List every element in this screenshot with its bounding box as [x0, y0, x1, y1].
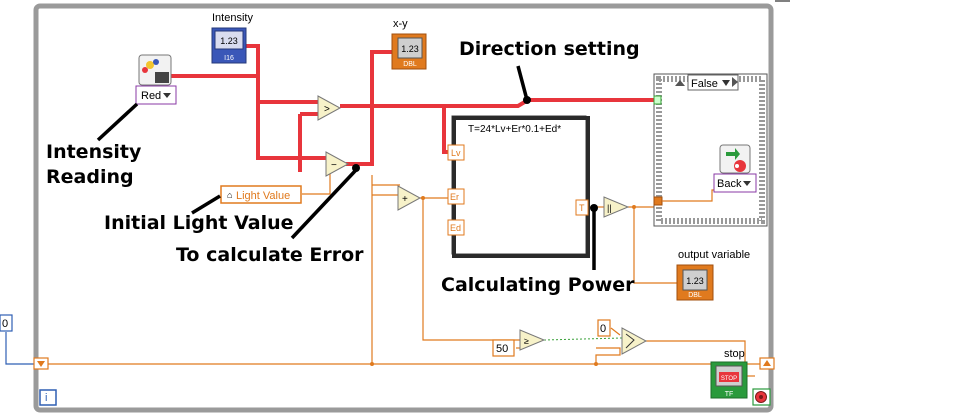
annotation-intensity-line2: Reading: [46, 166, 134, 188]
intensity-type: I16: [224, 55, 234, 62]
formula-expression: T=24*Lv+Er*0.1+Ed*: [468, 124, 561, 135]
integer-wire[interactable]: [5, 332, 34, 365]
iteration-label: i: [45, 392, 47, 404]
output-variable-indicator[interactable]: output variable 1.23 DBL: [676, 249, 750, 301]
while-loop-frame[interactable]: [33, 3, 774, 413]
intensity-value: 1.23: [220, 36, 238, 46]
thick-wires[interactable]: [171, 44, 658, 172]
direction-selector[interactable]: Back: [713, 173, 757, 193]
light-value-local[interactable]: ⌂ Light Value: [220, 185, 302, 204]
svg-text:||: ||: [607, 203, 612, 213]
select-false-constant[interactable]: 0: [597, 319, 611, 337]
right-shift-register[interactable]: [759, 357, 775, 370]
select-node[interactable]: [621, 327, 648, 355]
input-ed: Ed: [450, 223, 461, 233]
greater-than-node[interactable]: >: [317, 95, 342, 121]
case-tunnel[interactable]: [653, 196, 663, 206]
select-false-value: 0: [600, 323, 606, 335]
xy-label: x-y: [393, 18, 408, 30]
next-case-icon[interactable]: [732, 77, 738, 87]
formula-node[interactable]: T=24*Lv+Er*0.1+Ed* Lv Er Ed T: [447, 115, 590, 258]
svg-text:≥: ≥: [524, 336, 529, 346]
annotation-dots: [352, 96, 598, 212]
input-lv: Lv: [451, 148, 461, 158]
intensity-label: Intensity: [212, 12, 253, 24]
annotation-labels: Intensity Reading Initial Light Value To…: [46, 38, 640, 296]
color-sensor-icon[interactable]: [138, 54, 172, 86]
loop-condition-terminal[interactable]: [752, 388, 771, 406]
input-er: Er: [450, 192, 459, 202]
convert-node[interactable]: ||: [603, 196, 630, 218]
loop-count-value: 0: [2, 318, 8, 330]
chevron-down-icon[interactable]: [722, 80, 730, 86]
output-variable-label: output variable: [678, 249, 750, 261]
svg-text:⌂: ⌂: [227, 190, 232, 200]
left-shift-register[interactable]: [33, 357, 49, 370]
subtract-node[interactable]: −: [325, 151, 350, 177]
annotation-direction: Direction setting: [459, 38, 640, 60]
direction-value: Back: [717, 178, 742, 190]
color-mode-selector[interactable]: Red: [135, 85, 177, 105]
annotation-calc-error: To calculate Error: [176, 244, 364, 266]
svg-text:>: >: [324, 104, 330, 115]
greater-equal-node[interactable]: ≥: [519, 329, 546, 351]
annotation-power: Calculating Power: [441, 274, 635, 296]
xy-value: 1.23: [401, 44, 419, 54]
output-variable-value: 1.23: [686, 276, 704, 286]
stop-type: TF: [725, 391, 734, 398]
color-selector-value: Red: [141, 90, 161, 102]
output-variable-type: DBL: [688, 292, 702, 299]
loop-count-constant[interactable]: 0: [0, 314, 13, 332]
annotation-initial-light: Initial Light Value: [104, 212, 294, 234]
stop-label: stop: [724, 348, 745, 360]
previous-case-icon[interactable]: [675, 80, 685, 86]
threshold-value: 50: [496, 343, 508, 355]
boolean-wire[interactable]: [543, 337, 623, 341]
iteration-terminal[interactable]: i: [39, 389, 57, 406]
xy-type: DBL: [403, 61, 417, 68]
stop-button-text: STOP: [721, 376, 737, 382]
light-value-label: Light Value: [236, 190, 290, 202]
annotation-intensity-line1: Intensity: [46, 141, 142, 163]
annotation-pointers: [96, 65, 596, 270]
svg-text:+: +: [402, 194, 408, 205]
case-selector-label: False: [691, 78, 718, 90]
intensity-terminal[interactable]: Intensity 1.23 I16: [211, 12, 253, 64]
stop-button-terminal[interactable]: stop STOP TF: [710, 348, 748, 399]
case-selector-terminal[interactable]: [653, 95, 662, 105]
output-t: T: [579, 203, 585, 213]
svg-text:−: −: [331, 160, 337, 171]
threshold-constant[interactable]: 50: [492, 339, 515, 357]
xy-indicator[interactable]: x-y 1.23 DBL: [391, 18, 427, 70]
chevron-down-icon: [163, 93, 171, 98]
add-node[interactable]: +: [397, 185, 422, 211]
direction-vi-icon[interactable]: [719, 144, 751, 174]
chevron-down-icon: [743, 181, 751, 186]
wire-junctions: [370, 196, 636, 366]
